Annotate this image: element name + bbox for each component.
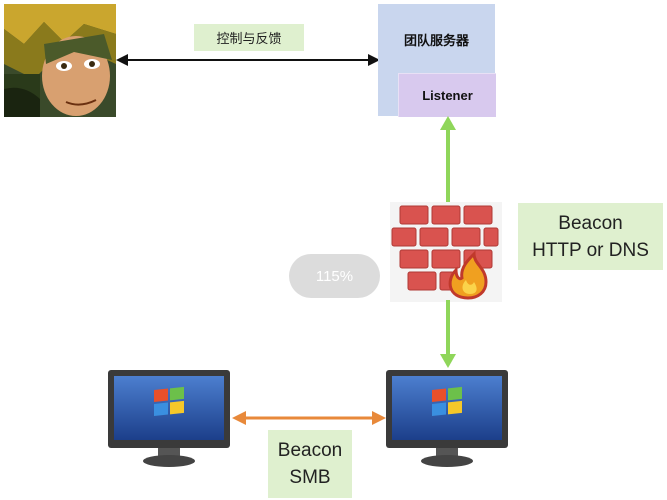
smb-arrow — [232, 411, 386, 425]
http-dns-arrow-top — [440, 116, 456, 202]
monitor-right-icon — [386, 370, 508, 467]
windows-logo-icon — [432, 386, 462, 416]
listener-label: Listener — [422, 88, 473, 103]
team-server-title: 团队服务器 — [403, 33, 469, 48]
http-dns-arrow-bottom — [440, 300, 456, 368]
beacon-http-dns-label: Beacon HTTP or DNS — [518, 203, 663, 270]
beacon-smb-label: Beacon SMB — [268, 430, 352, 498]
monitor-left-icon — [108, 370, 230, 467]
firewall-icon — [390, 202, 502, 302]
zoom-indicator: 115% — [289, 254, 380, 298]
windows-logo-icon — [154, 386, 184, 416]
control-arrow — [116, 54, 380, 66]
avatar — [4, 4, 116, 117]
listener-box: Listener — [398, 73, 496, 117]
fire-icon — [448, 250, 488, 300]
control-feedback-label: 控制与反馈 — [194, 24, 304, 51]
